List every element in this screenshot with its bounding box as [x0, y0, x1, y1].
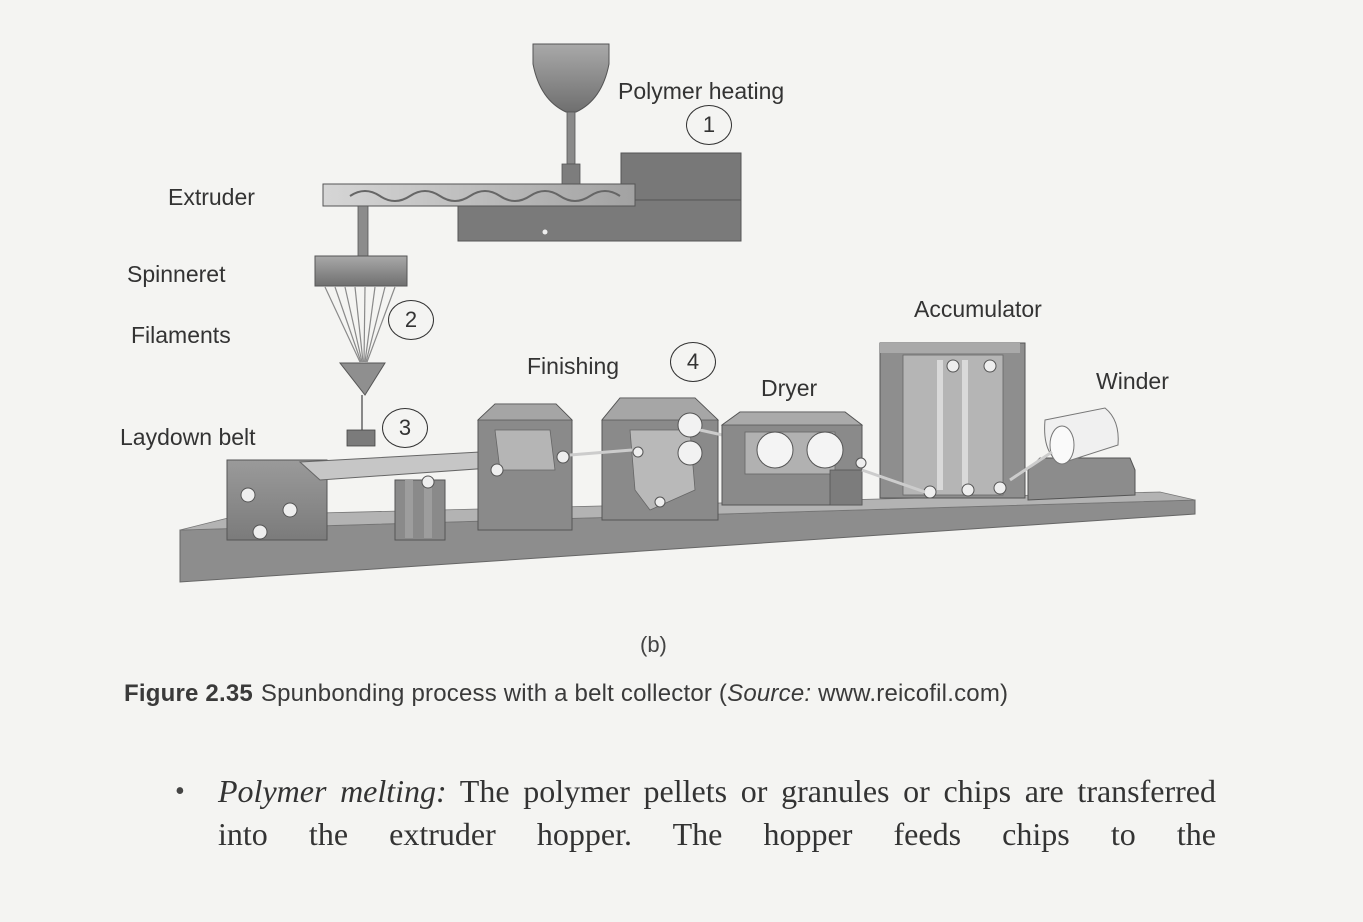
label-spinneret: Spinneret [127, 261, 226, 287]
figure-caption: Figure 2.35 Spunbonding process with a be… [124, 680, 1008, 708]
figure-sub-label: (b) [640, 632, 667, 657]
figure-number: Figure 2.35 [124, 680, 253, 707]
body-paragraph: Polymer melting: The polymer pellets or … [218, 770, 1216, 856]
label-winder: Winder [1096, 368, 1169, 394]
finishing-unit-1 [476, 403, 573, 531]
finishing-unit-2 [569, 397, 746, 521]
label-laydown-belt: Laydown belt [120, 424, 256, 450]
spinneret [314, 255, 408, 287]
label-filaments: Filaments [131, 322, 231, 348]
filaments [324, 286, 396, 363]
label-dryer: Dryer [761, 375, 818, 401]
hopper [532, 43, 610, 187]
accumulator-unit [861, 342, 1026, 499]
extruder-barrel [322, 183, 636, 259]
step-number-1: 1 [686, 105, 732, 145]
step-number-2: 2 [388, 300, 434, 340]
bullet-point: • [175, 776, 185, 807]
caption-text-after: www.reicofil.com) [811, 680, 1009, 707]
label-accumulator: Accumulator [914, 296, 1042, 322]
label-polymer-heating: Polymer heating [618, 78, 785, 104]
paragraph-text: The polymer pellets or granules or chips… [218, 773, 1217, 852]
label-finishing: Finishing [527, 353, 620, 379]
dryer-unit [720, 411, 867, 506]
step-number-4: 4 [670, 342, 716, 382]
laydown-belt-unit [226, 451, 491, 541]
spunbonding-process-diagram [179, 43, 1196, 583]
caption-text-before: Spunbonding process with a belt collecto… [260, 680, 728, 707]
winder-unit [1009, 407, 1136, 501]
paragraph-term: Polymer melting: [218, 773, 447, 809]
label-extruder: Extruder [168, 184, 255, 210]
attenuator [338, 362, 386, 447]
caption-source-label: Source: [727, 680, 812, 707]
heating-unit [457, 152, 742, 242]
step-number-3: 3 [382, 408, 428, 448]
